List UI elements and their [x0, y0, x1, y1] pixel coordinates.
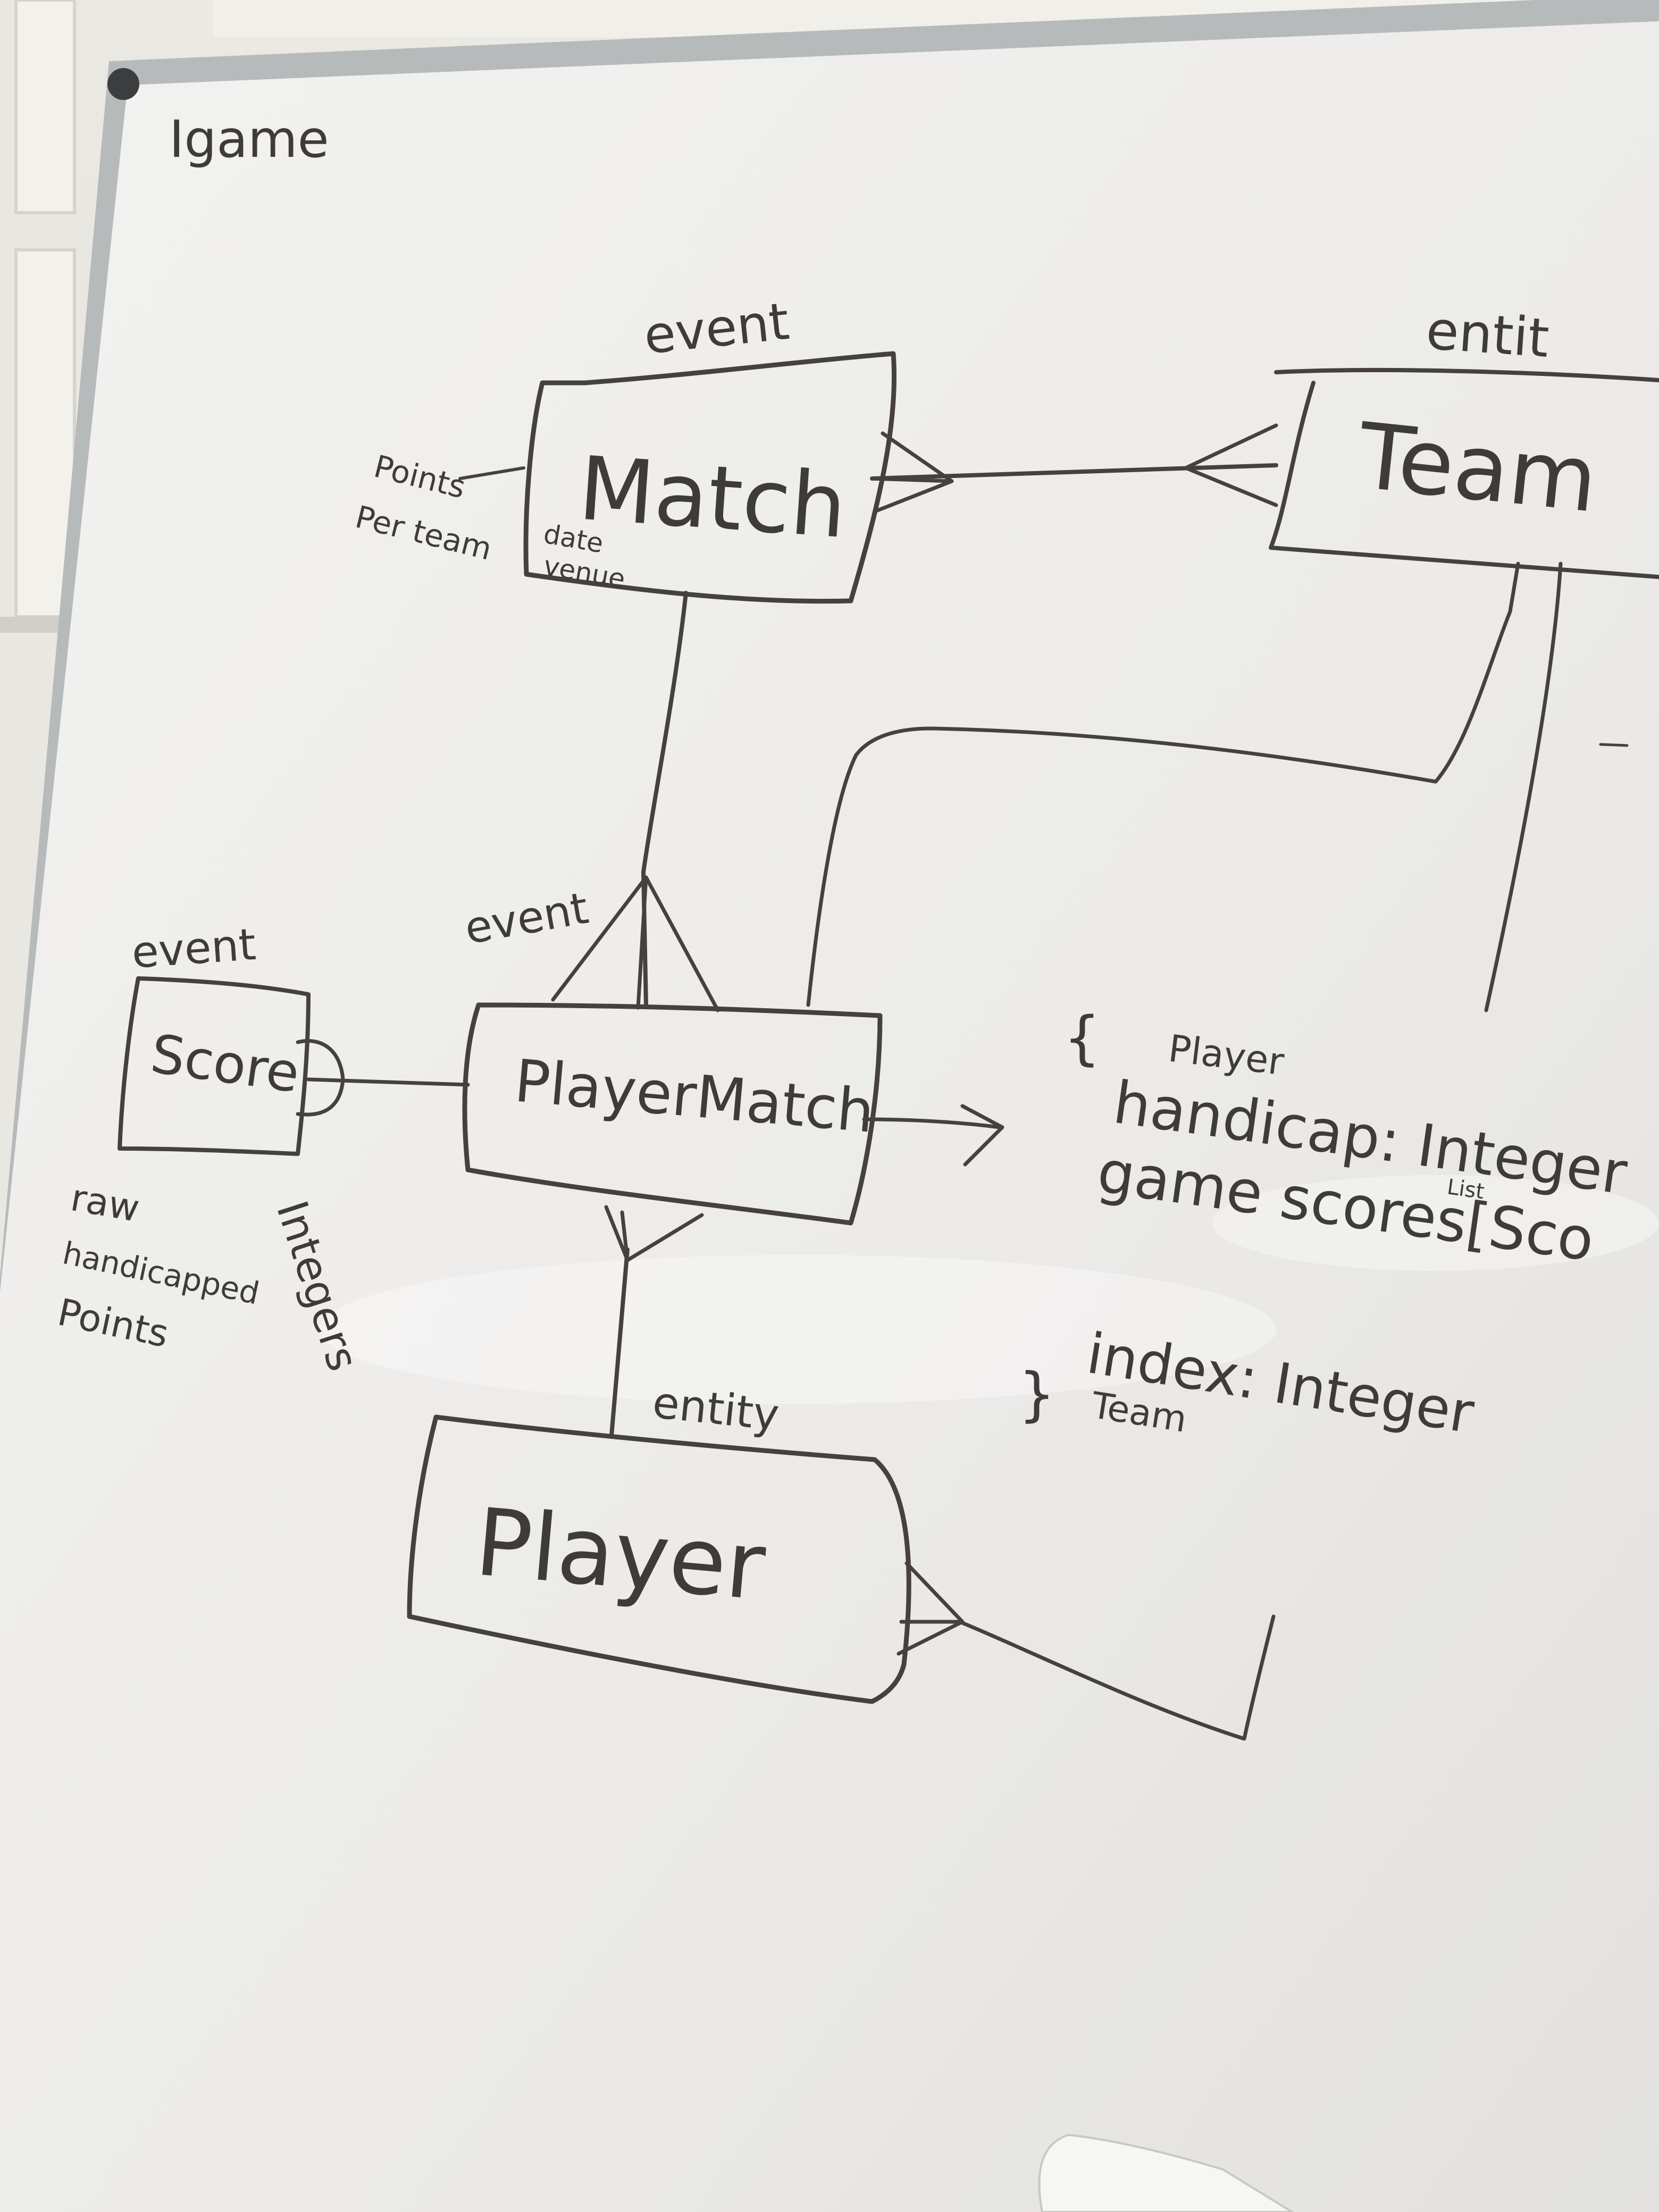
playermatch-player-relation — [604, 1205, 704, 1438]
frame-corner-cap — [107, 68, 139, 100]
glare — [1212, 1175, 1659, 1271]
player-title: Player — [471, 1489, 769, 1622]
attr-open-brace: { — [1063, 1004, 1101, 1072]
team-title: Team — [1353, 404, 1603, 533]
team-entity: entit Team — [1269, 299, 1659, 579]
paper-corner — [1038, 2133, 1294, 2212]
team-playermatch-connector — [806, 562, 1520, 1007]
team-vertical-connector — [1484, 562, 1563, 1012]
attr-list-superscript: List — [1446, 1175, 1486, 1204]
player-entity: entity Player — [407, 1377, 1276, 1741]
match-note-connector — [458, 466, 525, 480]
player-team-connector — [958, 1614, 1276, 1741]
score-stereotype: event — [130, 919, 258, 978]
attr-close-brace: } — [1018, 1360, 1055, 1428]
whiteboard-surface — [0, 21, 1659, 2212]
board-title: Igame — [169, 110, 329, 169]
match-playermatch-relation — [551, 591, 720, 1012]
match-title: Match — [575, 437, 850, 558]
player-crowfoot — [896, 1561, 965, 1656]
glare — [319, 1255, 1276, 1404]
score-playermatch-relation — [296, 1039, 470, 1117]
playermatch-attr-arrow — [862, 1104, 1004, 1167]
stray-mark — [1599, 743, 1629, 747]
match-team-relation — [870, 423, 1278, 513]
team-stereotype: entit — [1424, 299, 1551, 370]
